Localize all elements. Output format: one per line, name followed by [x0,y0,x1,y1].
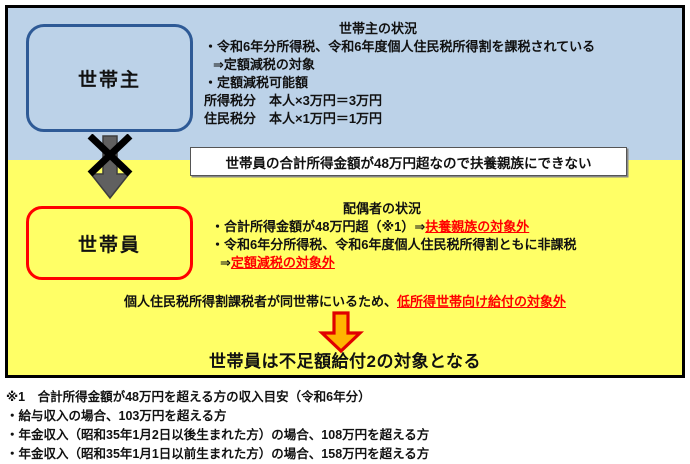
spouse-status-line-1: ・合計所得金額が48万円超（※1）⇒扶養親族の対象外 [211,218,681,236]
low-income-benefit-line: 個人住民税所得割課税者が同世帯にいるため、低所得世帯向け給付の対象外 [8,291,682,310]
footnote-line-1: ※1 合計所得金額が48万円を超える方の収入目安（令和6年分） [6,390,371,404]
conclusion-label: 世帯員は不足額給付2の対象となる [209,352,481,371]
down-arrow-blocked-icon [86,134,134,202]
household-head-status-line-1: ・令和6年分所得税、令和6年度個人住民税所得割を課税されている [204,38,596,54]
spouse-status-line-3: ⇒定額減税の対象外 [211,254,681,272]
household-head-label: 世帯主 [77,69,141,91]
diagram-panel: 世帯主 世帯主の状況 ・令和6年分所得税、令和6年度個人住民税所得割を課税されて… [5,5,685,378]
down-arrow-icon [318,311,364,353]
spouse-status-line-1-highlight: 扶養親族の対象外 [425,218,530,234]
conclusion-text: 世帯員は不足額給付2の対象となる [8,347,682,372]
household-member-label: 世帯員 [77,234,141,256]
low-income-benefit-highlight: 低所得世帯向け給付の対象外 [397,294,567,309]
dependent-ineligible-callout-text: 世帯員の合計所得金額が48万円超なので扶養親族にできない [225,155,592,171]
household-member-box: 世帯員 [26,206,193,280]
household-head-status-heading: 世帯主の状況 [338,21,417,36]
household-head-status-line-3: ・定額減税可能額 [204,74,309,90]
spouse-status-line-3-highlight: 定額減税の対象外 [230,254,335,270]
dependent-ineligible-callout: 世帯員の合計所得金額が48万円超なので扶養親族にできない [190,147,627,176]
spouse-status-line-2: ・令和6年分所得税、令和6年度個人住民税所得割ともに非課税 [211,236,577,252]
footnote-line-2: ・給与収入の場合、103万円を超える方 [6,409,227,423]
footnotes-block: ※1 合計所得金額が48万円を超える方の収入目安（令和6年分） ・給与収入の場合… [6,388,684,464]
footnote-line-3: ・年金収入（昭和35年1月2日以後生まれた方）の場合、108万円を超える方 [6,428,430,442]
household-head-status-text: 世帯主の状況 ・令和6年分所得税、令和6年度個人住民税所得割を課税されている ⇒… [204,20,682,128]
household-head-status-line-2: ⇒定額減税の対象 [213,56,315,72]
household-head-status-line-5: 住民税分 本人×1万円＝1万円 [204,110,383,126]
spouse-status-line-3-prefix: ⇒ [220,254,231,270]
household-head-status-line-4: 所得税分 本人×3万円＝3万円 [204,92,383,108]
spouse-status-line-1-prefix: ・合計所得金額が48万円超（※1）⇒ [211,218,426,234]
spouse-status-text: 配偶者の状況 ・合計所得金額が48万円超（※1）⇒扶養親族の対象外 ・令和6年分… [211,200,681,272]
spouse-status-heading: 配偶者の状況 [342,201,421,216]
low-income-benefit-prefix: 個人住民税所得割課税者が同世帯にいるため、 [123,294,397,309]
household-head-box: 世帯主 [26,24,193,132]
